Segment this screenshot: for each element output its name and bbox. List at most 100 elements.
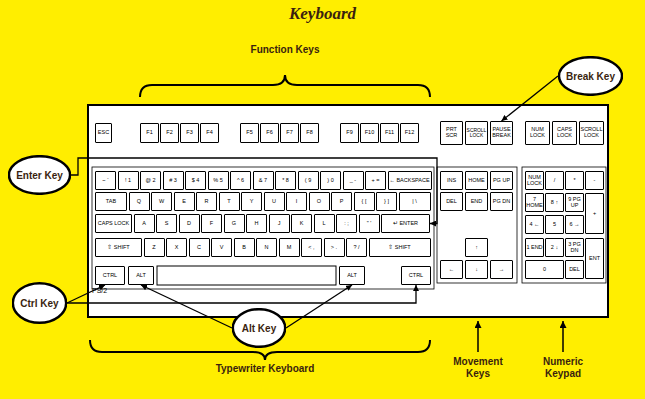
key-legend: PAUSE BREAK (491, 127, 512, 139)
key-cap: ↵ ENTER (381, 214, 430, 233)
key-cap: PG DN (490, 192, 513, 211)
key-cap: O (309, 192, 330, 211)
key-legend: R (205, 199, 209, 205)
key-legend: K (300, 221, 304, 227)
key-legend: NUM LOCK (526, 175, 543, 187)
key-legend: CAPS LOCK (553, 127, 576, 139)
key-cap: Y (241, 192, 262, 211)
key-legend: T (227, 199, 230, 205)
key-legend: F3 (186, 130, 192, 136)
key-legend: ↓ (475, 267, 478, 273)
key-legend: ALT (136, 273, 146, 279)
key-cap: : ; (336, 214, 357, 233)
key-cap: ⇧ SHIFT (95, 238, 142, 257)
key-cap: ← BACKSPACE (388, 171, 432, 190)
key-cap: R (196, 192, 217, 211)
key-legend: F4 (206, 130, 212, 136)
key-cap: & 7 (253, 171, 274, 190)
key-cap: CTRL (401, 266, 431, 285)
key-cap: 2 ↓ (545, 238, 564, 257)
callout-oval: Enter Key (8, 155, 71, 195)
key-legend: F1 (146, 130, 152, 136)
key-legend: O (317, 199, 321, 205)
key-cap: E (174, 192, 195, 211)
key-cap: ⇧ SHIFT (369, 238, 431, 257)
key-cap: ? / (346, 238, 367, 257)
key-legend: + = (372, 178, 380, 184)
key-legend: ( 9 (305, 178, 311, 184)
key-cap: A (134, 214, 155, 233)
key-cap: L (314, 214, 335, 233)
key-legend: C (197, 245, 201, 251)
key-cap: 9 PG UP (565, 193, 584, 212)
key-legend: 9 PG UP (566, 197, 583, 209)
keyboard-case (88, 105, 608, 317)
key-legend: M (287, 245, 292, 251)
key-legend: DEL (446, 199, 457, 205)
key-legend: ⇧ SHIFT (107, 245, 129, 251)
callout-oval: Break Key (558, 56, 623, 96)
key-block-outline (92, 167, 434, 289)
key-legend: F11 (385, 130, 394, 136)
key-legend: Q (137, 199, 141, 205)
key-cap: SCROLL LOCK (579, 121, 604, 145)
key-cap: W (151, 192, 172, 211)
key-legend: F (210, 221, 213, 227)
key-cap: F8 (300, 123, 319, 143)
key-cap: * 8 (275, 171, 296, 190)
space-bar (157, 266, 336, 285)
key-legend: ↵ ENTER (393, 221, 418, 227)
key-legend: U (272, 199, 276, 205)
key-legend: | \ (412, 199, 417, 205)
key-cap: F6 (260, 123, 279, 143)
key-legend: INS (447, 178, 456, 184)
key-cap: $ 4 (185, 171, 206, 190)
key-cap: ENT (585, 238, 604, 279)
key-cap: F2 (160, 123, 179, 143)
key-cap: F3 (180, 123, 199, 143)
key-cap: # 3 (163, 171, 184, 190)
key-cap: ~ ` (95, 171, 116, 190)
key-cap: ↓ (465, 260, 488, 279)
key-legend: F5 (246, 130, 252, 136)
key-legend: < , (308, 245, 314, 251)
key-cap: + = (365, 171, 386, 190)
key-legend: TAB (106, 199, 116, 205)
key-cap: CTRL (95, 266, 125, 285)
key-cap: PAUSE BREAK (490, 121, 513, 145)
key-cap: 8 ↑ (545, 193, 564, 212)
key-legend: % 5 (213, 178, 222, 184)
key-legend: H (255, 221, 259, 227)
key-legend: " ' (367, 221, 372, 227)
key-cap: ( 9 (298, 171, 319, 190)
key-legend: D (187, 221, 191, 227)
key-legend: ALT (347, 273, 357, 279)
key-legend: X (175, 245, 179, 251)
key-block-outline (437, 167, 517, 283)
key-cap: NUM LOCK (525, 171, 544, 190)
key-cap: ESC (95, 123, 112, 143)
key-legend: ENT (589, 256, 600, 262)
key-cap: ↑ (465, 238, 488, 257)
key-cap: CAPS LOCK (552, 121, 577, 145)
key-legend: ? / (353, 245, 359, 251)
key-legend: E (182, 199, 186, 205)
key-legend: F12 (405, 130, 414, 136)
key-cap: CAPS LOCK (95, 214, 132, 233)
key-cap: G (224, 214, 245, 233)
key-cap: 0 (525, 260, 564, 279)
key-cap: PRT SCR (440, 121, 463, 145)
key-cap: 7 HOME (525, 193, 544, 212)
callout-arrow (67, 285, 416, 303)
key-legend: ⇧ SHIFT (388, 245, 410, 251)
key-legend: ^ 6 (237, 178, 244, 184)
key-legend: / (554, 178, 556, 184)
key-cap: K (291, 214, 312, 233)
key-legend: : ; (344, 221, 349, 227)
key-legend: ) 0 (327, 178, 333, 184)
key-cap: ! 1 (118, 171, 139, 190)
key-cap: B (234, 238, 255, 257)
key-cap: F10 (360, 123, 379, 143)
key-cap: 4 ← (525, 215, 544, 234)
part-label: Typewriter Keyboard (215, 363, 315, 375)
